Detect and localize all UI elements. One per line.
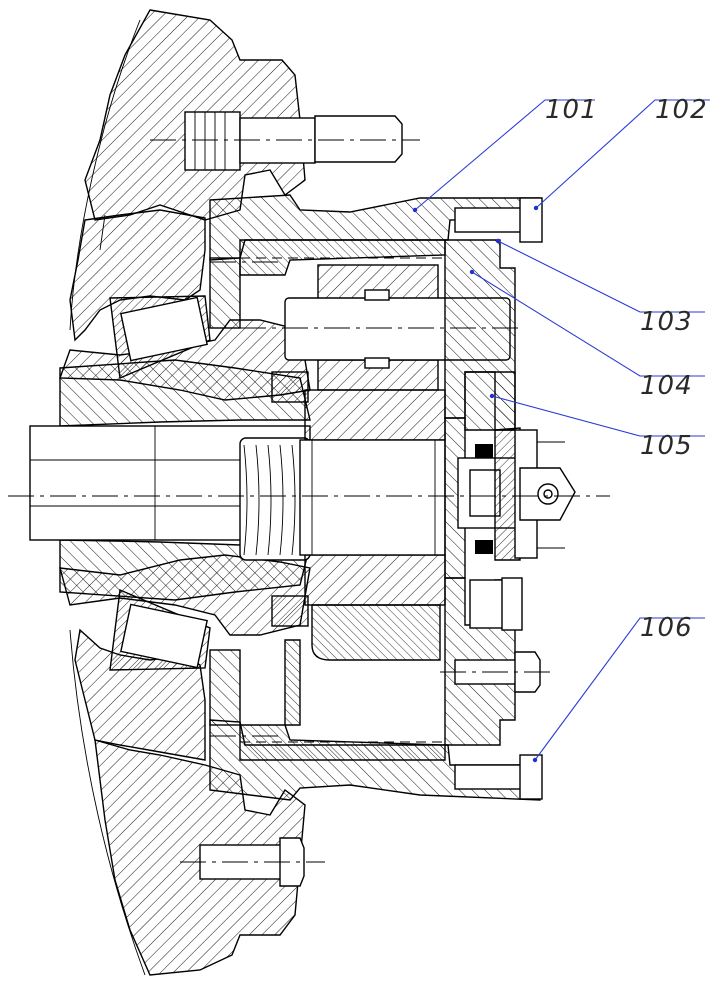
callout-label-105: 105 [640,431,693,461]
wheel-stud-lower [180,837,325,887]
callout-label-102: 102 [655,95,708,125]
callout-label-101: 101 [545,95,598,125]
leader-dot-103 [495,238,501,244]
center-cap [457,427,576,561]
seal-ring-upper [475,444,493,458]
leader-line-103 [497,240,705,313]
callout-label-104: 104 [640,371,693,401]
cover-bolt-middle [440,651,552,693]
leader-line-101 [414,99,595,211]
leader-line-105 [491,395,705,437]
lower-bearing [109,588,211,671]
callout-104: 104 [469,269,705,401]
leader-line-104 [471,271,705,377]
small-bolt-left-lower [271,595,309,627]
callout-103: 103 [495,238,705,337]
lower-stud-cover [469,577,523,631]
upper-bearing [109,295,211,380]
callout-label-106: 106 [640,613,693,643]
sun-gear [299,389,446,606]
leader-line-106 [534,617,705,761]
cover-bolt-lower [454,754,543,800]
leader-dot-105 [489,393,495,399]
leader-line-102 [535,99,710,209]
callout-102: 102 [533,95,710,211]
leader-dot-106 [532,757,538,763]
callout-label-103: 103 [640,307,693,337]
callout-101: 101 [412,95,598,213]
callout-106: 106 [532,613,705,763]
seal-ring-lower [475,540,493,554]
planet-gear-lower [284,604,441,726]
callout-105: 105 [489,393,705,461]
leader-dot-102 [533,205,539,211]
leader-dot-101 [412,207,418,213]
small-bolt-left-upper [271,371,309,403]
wheel-stud-upper [150,111,420,171]
leader-dot-104 [469,269,475,275]
